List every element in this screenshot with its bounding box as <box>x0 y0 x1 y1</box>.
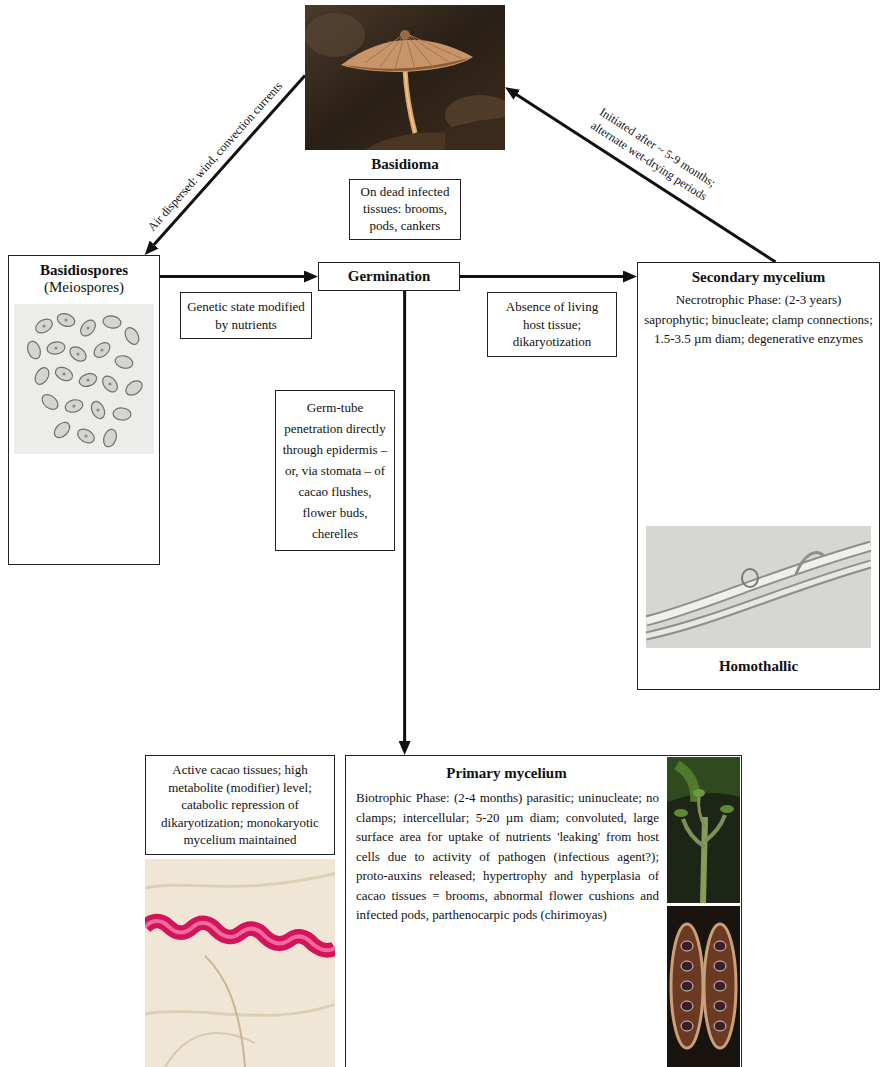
stage-node: Basidioma On dead infected tissues: broom… <box>305 5 505 240</box>
photo-column <box>667 756 741 1067</box>
condition-box: Active cacao tissues; high metabolite (m… <box>145 755 335 855</box>
stage-description: Necrotrophic Phase: (2-3 years) saprophy… <box>638 286 879 353</box>
stage-box: Secondary myceliumNecrotrophic Phase: (2… <box>637 262 880 690</box>
broom-photo <box>667 757 740 903</box>
stage-note: Homothallic <box>638 658 879 675</box>
stage-subtitle: (Meiospores) <box>9 279 159 296</box>
stage-box: Basidiospores(Meiospores) <box>8 255 160 565</box>
flow-arrow <box>460 275 629 278</box>
condition-box: Germ-tube penetration directly through e… <box>275 390 395 551</box>
note-box: On dead infected tissues: brooms, pods, … <box>349 179 461 240</box>
spores-photo <box>14 304 154 454</box>
condition-text: Germ-tube penetration directly through e… <box>276 391 394 550</box>
stage-description: Biotrophic Phase: (2-4 months) parasitic… <box>346 788 667 931</box>
process-box: Germination <box>318 262 460 291</box>
flow-arrow <box>150 75 305 249</box>
condition-box: Genetic state modified by nutrients <box>180 292 312 339</box>
condition-box: Absence of living host tissue; dikaryoti… <box>487 292 617 357</box>
infected-pods-photo <box>667 906 740 1067</box>
text-column: Primary myceliumBiotrophic Phase: (2-4 m… <box>346 756 667 1067</box>
photo-frame <box>667 757 740 903</box>
stage-box: Primary myceliumBiotrophic Phase: (2-4 m… <box>345 755 742 1067</box>
stage-title: Secondary mycelium <box>638 269 879 286</box>
photo-frame <box>667 906 740 1067</box>
basidioma-photo <box>305 5 505 150</box>
process-title: Germination <box>319 263 459 290</box>
condition-text: Absence of living host tissue; dikaryoti… <box>488 293 616 356</box>
flow-arrow <box>512 91 776 262</box>
stage-title: Basidioma <box>305 156 505 173</box>
photo-frame <box>646 526 871 648</box>
condition-text: Genetic state modified by nutrients <box>181 293 311 338</box>
condition-text: Active cacao tissues; high metabolite (m… <box>146 756 334 854</box>
flow-arrow <box>160 275 310 278</box>
flow-arrow <box>403 291 406 747</box>
edge-label: Air dispersed: wind, convection currents <box>143 77 287 236</box>
stage-title: Basidiospores <box>9 262 159 279</box>
photo-frame <box>305 5 505 150</box>
stage-title: Primary mycelium <box>346 765 667 782</box>
edge-label: Initiated after ~ 5-9 months; alternate … <box>569 92 737 216</box>
stained-hypha-photo <box>145 859 335 1067</box>
clamp-hypha-photo <box>646 526 871 648</box>
photo-frame <box>14 304 154 454</box>
